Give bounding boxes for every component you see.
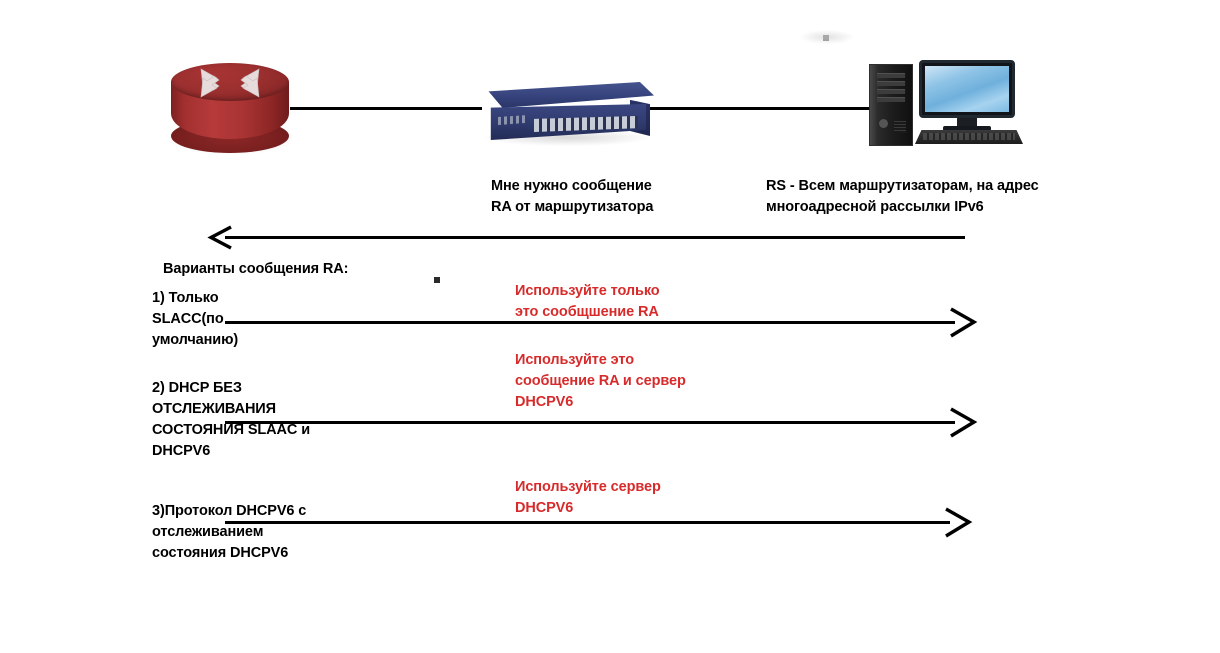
cable-router-to-switch — [290, 107, 482, 110]
switch-status-leds — [498, 115, 528, 125]
device-router — [167, 63, 295, 155]
ra-option-3-arrow-rightward — [225, 507, 985, 538]
tower-vent-grill — [894, 121, 906, 133]
computer-tower — [869, 64, 913, 146]
computer-keyboard — [915, 130, 1023, 144]
ra-option-1-annotation: Используйте только это сообщшение RA — [515, 283, 660, 320]
ra-option-1-arrow-rightward — [225, 307, 985, 338]
tower-drive-bay — [877, 81, 905, 86]
scan-artifact-dot-mid — [434, 277, 440, 283]
arrowhead-right-icon — [945, 507, 973, 538]
rs-arrow-leftward — [205, 225, 965, 250]
cable-switch-to-computer — [645, 107, 885, 110]
switch-port-array — [534, 116, 638, 132]
arrowhead-right-icon — [950, 307, 978, 338]
scan-artifact-smudge-top — [800, 30, 854, 44]
computer-monitor — [919, 60, 1015, 118]
ra-option-3-annotation: Используйте сервер DHCPV6 — [515, 479, 661, 516]
monitor-stand-neck — [957, 118, 977, 128]
monitor-screen — [925, 66, 1009, 112]
ra-option-1-label: 1) Только SLACC(по умолчанию) — [152, 290, 239, 348]
device-switch — [478, 82, 654, 146]
ra-option-2-label: 2) DHCP БЕЗ ОТСЛЕЖИВАНИЯ СОСТОЯНИЯ SLAAC… — [152, 380, 311, 459]
ra-option-3-label: 3)Протокол DHCPV6 с отслеживанием состоя… — [152, 503, 307, 561]
tower-drive-bay — [877, 97, 905, 102]
tower-drive-bay — [877, 89, 905, 94]
device-computer — [869, 58, 1027, 148]
ra-option-2-annotation: Используйте это сообщение RA и сервер DH… — [515, 352, 686, 410]
arrowhead-left-icon — [207, 225, 232, 250]
ra-options-heading: Варианты сообщения RA: — [163, 261, 349, 277]
rs-description-label: RS - Всем маршрутизаторам, на адрес мног… — [766, 178, 1039, 215]
router-top-face — [171, 63, 289, 101]
router-arrows-icon — [200, 68, 260, 98]
host-request-label: Мне нужно сообщение RA от маршрутизатора — [491, 178, 654, 215]
monitor-stand-base — [943, 126, 991, 131]
keyboard-keys — [923, 133, 1015, 140]
tower-drive-bay — [877, 73, 905, 78]
ra-option-2-arrow-rightward — [225, 407, 985, 438]
switch-top-face — [488, 82, 654, 108]
scan-artifact-dot-top — [823, 35, 829, 41]
arrowhead-right-icon — [950, 407, 978, 438]
tower-power-button — [879, 119, 888, 128]
